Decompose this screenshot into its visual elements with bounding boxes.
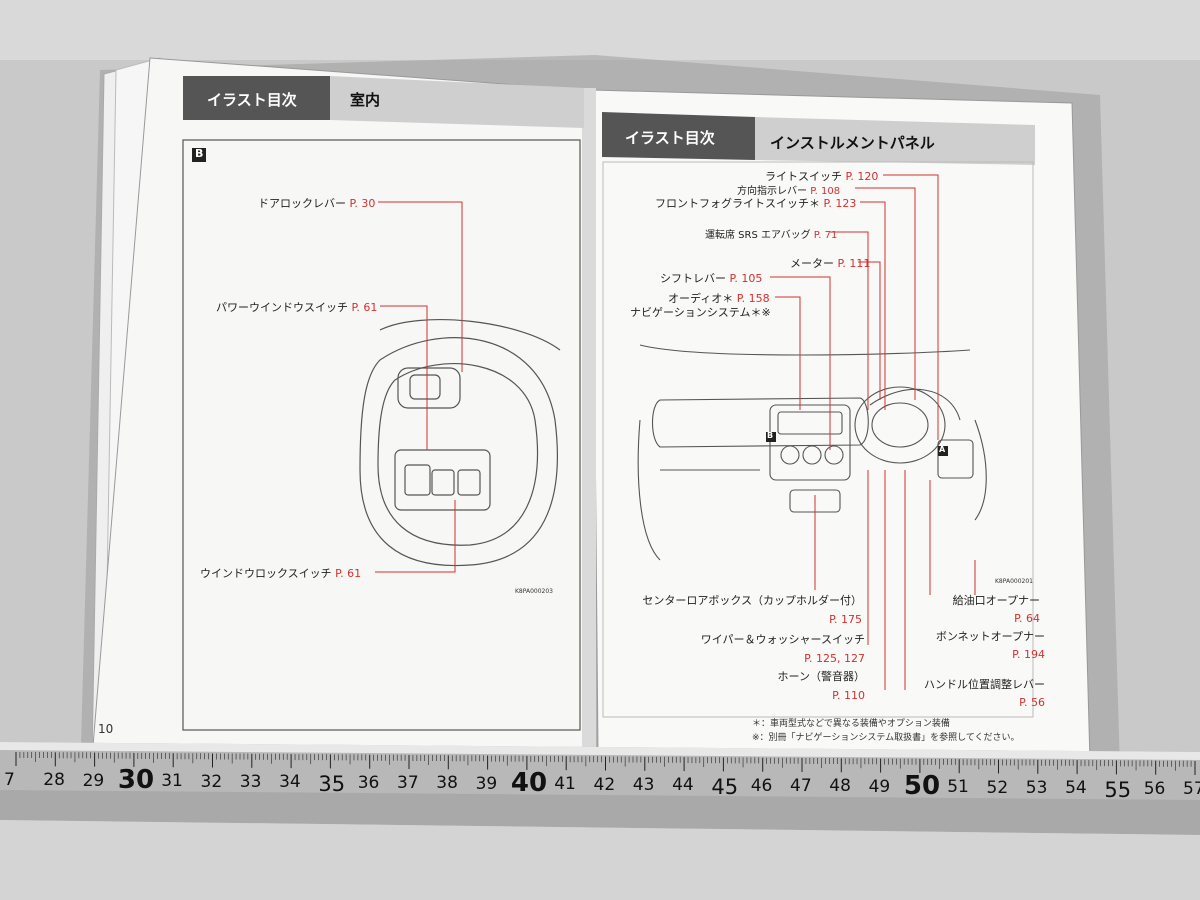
callout-page: P. 56 xyxy=(1019,696,1045,709)
ruler-number: 30 xyxy=(117,764,155,795)
callout-fuel-opener: 給油口オープナー P. 64 xyxy=(900,592,1040,625)
callout-text: ドアロックレバー xyxy=(258,197,346,210)
callout-text: 方向指示レバー xyxy=(737,186,807,197)
left-header-title: 室内 xyxy=(350,91,381,109)
callout-page: P. 194 xyxy=(1012,648,1045,661)
ruler-number: 32 xyxy=(200,771,223,792)
left-section-marker: B xyxy=(195,147,204,160)
ruler-number: 54 xyxy=(1065,778,1087,799)
callout-page: P. 61 xyxy=(335,567,362,580)
left-header-tag: イラスト目次 xyxy=(207,91,297,109)
left-page xyxy=(91,57,586,759)
callout-page: P. 105 xyxy=(729,272,763,285)
callout-text: パワーウインドウスイッチ xyxy=(216,301,348,314)
ruler-number: 52 xyxy=(986,777,1009,798)
right-figure-code: K8PA000201 xyxy=(995,578,1033,585)
callout-text: ライトスイッチ xyxy=(765,170,842,183)
left-figure-code: K8PA000203 xyxy=(515,588,553,595)
ruler-number: 42 xyxy=(593,774,616,795)
ruler-number: 33 xyxy=(239,771,262,792)
ruler-number: 53 xyxy=(1025,777,1048,798)
marker-b: B xyxy=(767,431,774,440)
callout-door-lock: ドアロックレバー P. 30 xyxy=(258,195,375,211)
callout-text: ワイパー＆ウォッシャースイッチ xyxy=(700,633,865,646)
callout-page: P. 158 xyxy=(736,292,770,305)
callout-center-box: センターロアボックス（カップホルダー付） P. 175 xyxy=(632,592,862,626)
ruler-number: 51 xyxy=(947,777,969,798)
callout-shift-lever: シフトレバー P. 105 xyxy=(660,270,762,286)
callout-meter: メーター P. 111 xyxy=(790,255,870,271)
callout-text: ウインドウロックスイッチ xyxy=(200,567,332,580)
ruler-number: 50 xyxy=(903,770,941,801)
callout-audio: オーディオ＊ P. 158 xyxy=(668,290,770,306)
callout-bonnet-opener: ボンネットオープナー P. 194 xyxy=(900,628,1045,661)
ruler-number: 35 xyxy=(318,772,346,797)
callout-text: フロントフォグライトスイッチ＊ xyxy=(655,197,820,210)
ruler-number: 48 xyxy=(829,776,851,797)
callout-navigation: ナビゲーションシステム＊※ xyxy=(630,304,771,320)
ruler-number: 38 xyxy=(436,773,458,794)
callout-power-window: パワーウインドウスイッチ P. 61 xyxy=(216,299,377,315)
callout-text: センターロアボックス（カップホルダー付） xyxy=(642,594,862,607)
callout-text: ハンドル位置調整レバー xyxy=(924,678,1045,691)
ruler-number: 40 xyxy=(510,767,548,798)
ruler-number: 29 xyxy=(82,770,105,791)
left-page-number: 10 xyxy=(98,722,114,736)
ruler-number: 44 xyxy=(672,775,694,796)
callout-steering-adjust: ハンドル位置調整レバー P. 56 xyxy=(900,676,1045,709)
ruler-number: 34 xyxy=(279,772,301,793)
callout-text: 給油口オープナー xyxy=(952,594,1040,607)
callout-fog-light: フロントフォグライトスイッチ＊ P. 123 xyxy=(655,195,856,211)
callout-light-switch: ライトスイッチ P. 120 xyxy=(765,168,878,184)
callout-page: P. 30 xyxy=(349,197,376,210)
ruler-number: 47 xyxy=(790,776,812,796)
callout-text: ナビゲーションシステム＊※ xyxy=(630,306,771,319)
callout-page: P. 110 xyxy=(832,689,865,702)
ruler-number: 56 xyxy=(1143,778,1166,799)
ruler-number: 39 xyxy=(475,773,498,794)
ruler-number: 31 xyxy=(161,771,183,792)
ruler-number: 43 xyxy=(632,774,655,795)
callout-page: P. 71 xyxy=(813,230,838,241)
callout-page: P. 61 xyxy=(351,301,378,314)
callout-text: オーディオ＊ xyxy=(668,292,734,305)
callout-page: P. 120 xyxy=(845,170,879,183)
callout-page: P. 64 xyxy=(1014,612,1040,625)
note-asterisk: ＊：車両型式などで異なる装備やオプション装備 xyxy=(752,719,950,729)
callout-text: ボンネットオープナー xyxy=(935,630,1045,643)
callout-text: メーター xyxy=(790,257,834,270)
callout-airbag: 運転席 SRS エアバッグ P. 71 xyxy=(705,226,837,241)
callout-page: P. 123 xyxy=(823,197,857,210)
note-reference: ※：別冊「ナビゲーションシステム取扱書」を参照してください。 xyxy=(752,733,1020,743)
callout-page: P. 125, 127 xyxy=(804,652,865,665)
callout-window-lock: ウインドウロックスイッチ P. 61 xyxy=(200,565,361,581)
ruler-number: 46 xyxy=(750,775,773,796)
marker-a: A xyxy=(939,445,946,454)
right-header-title: インストルメントパネル xyxy=(770,134,935,152)
callout-page: P. 175 xyxy=(829,613,862,626)
callout-wiper: ワイパー＆ウォッシャースイッチ P. 125, 127 xyxy=(632,631,865,665)
callout-text: ホーン（警音器） xyxy=(777,670,865,683)
ruler-number: 7 xyxy=(4,770,15,790)
ruler-number: 41 xyxy=(554,774,576,795)
callout-page: P. 111 xyxy=(837,257,871,270)
callout-turn-signal: 方向指示レバー P. 108 xyxy=(737,182,840,197)
callout-page: P. 108 xyxy=(810,186,841,197)
ruler-number: 55 xyxy=(1104,778,1132,803)
ruler-number: 36 xyxy=(357,772,380,793)
callout-text: 運転席 SRS エアバッグ xyxy=(705,230,811,241)
ruler-number: 28 xyxy=(43,770,65,791)
right-header-tag: イラスト目次 xyxy=(625,129,715,147)
callout-horn: ホーン（警音器） P. 110 xyxy=(632,668,865,702)
callout-text: シフトレバー xyxy=(660,272,726,285)
ruler-number: 57 xyxy=(1183,779,1200,799)
ruler-number: 45 xyxy=(711,775,739,800)
ruler-number: 37 xyxy=(397,773,419,793)
ruler-number: 49 xyxy=(868,776,891,797)
